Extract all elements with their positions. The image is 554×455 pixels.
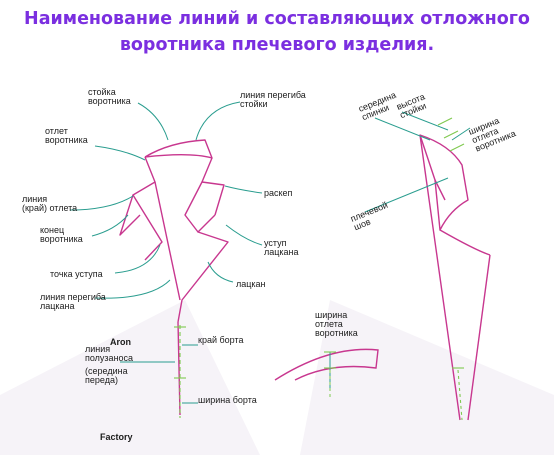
front-guides [174,325,186,418]
title-line-1: Наименование линий и составляющих отложн… [24,9,530,29]
leader-kray-otleta [69,195,134,211]
label-tochka-ustupa: точка уступа [50,269,103,279]
leader-plechevoy [364,177,449,213]
leader-stoika [137,102,169,141]
back-collar-outline [419,134,469,231]
label-kray-otleta: линия(край) отлета [22,194,77,213]
label-plechevoy-shov: плечевойшов [349,200,393,232]
leader-tochka-ustupa [114,244,161,274]
back-guides [437,117,465,421]
leader-raskep [224,185,263,194]
leader-vysota [401,111,449,131]
middle-collar-outline [274,348,379,381]
leader-konets [91,214,129,237]
label-raskep: раскеп [264,188,293,198]
collar-inner-fold [184,181,203,233]
back-pattern [419,134,491,421]
label-lackan: лацкан [236,279,266,289]
label-seredina-spinki: серединаспинки [357,90,401,122]
label-kray-borta: край борта [198,335,243,345]
middle-detail [274,348,379,400]
back-shoulder [439,229,491,256]
title-line-2: воротника плечевого изделия. [119,35,435,55]
front-pattern [119,139,229,416]
collar-left-outline [132,156,163,261]
watermark: Aron Factory [0,300,554,455]
leader-lines-left [69,101,263,404]
leader-peregib-lackana [94,279,171,299]
back-tick-b [443,130,459,139]
left-shoulder [119,194,141,236]
back-side-seam [467,254,491,421]
watermark-triangle [0,300,260,455]
labels-right: серединаспинки высотастойки ширинаотлета… [349,90,517,232]
leader-seredina [374,117,431,141]
watermark-triangle-right [300,300,554,455]
page-title: Наименование линий и составляющих отложн… [0,6,554,58]
back-tick-c [449,143,465,152]
back-tick-a [437,117,453,126]
leader-lines-right [364,111,471,213]
label-shirina-otleta-right: ширинаотлетаворотника [467,112,517,154]
lapel-roll-line [154,181,181,301]
label-shirina-borta: ширина борта [198,395,257,405]
collar-right-outline [201,157,225,216]
front-edge [177,321,181,416]
leader-lackan [207,261,234,283]
leader-peregib-stoiki [195,101,241,141]
watermark-line-2: Factory [100,432,133,442]
leader-otlet [94,145,146,161]
leader-shirina-right [451,127,471,141]
leader-ustup [225,224,263,246]
collar-stand-line [144,139,213,159]
back-dashed [457,369,463,421]
label-vysota-stoiki: высотастойки [395,91,430,120]
back-center-line [419,134,461,421]
back-inner-line [434,179,446,201]
lapel-right [177,214,229,323]
watermark-line-1: Aron [110,337,131,347]
